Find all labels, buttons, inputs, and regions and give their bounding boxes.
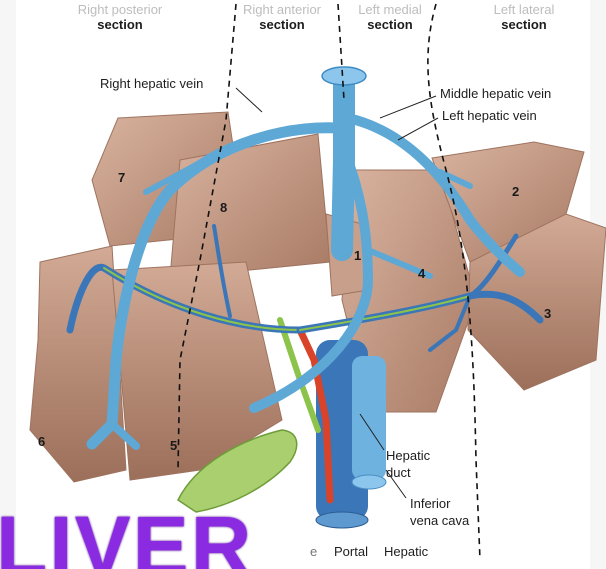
title-liver: LIVER [0, 504, 253, 569]
segment-number-6: 6 [38, 434, 45, 449]
section-right-posterior: Right posterior section [60, 2, 180, 32]
segment-number-2: 2 [512, 184, 519, 199]
label-hepatic-duct-line2: duct [386, 465, 411, 480]
segment-number-5: 5 [170, 438, 177, 453]
label-portal: Portal [334, 544, 368, 559]
segment-number-1: 1 [354, 248, 361, 263]
label-right-hepatic-vein: Right hepatic vein [100, 76, 203, 91]
section-left-medial: Left medial section [330, 2, 450, 32]
label-left-hepatic-vein: Left hepatic vein [442, 108, 537, 123]
ivc-top [342, 78, 344, 250]
label-ivc-line2: vena cava [410, 513, 469, 528]
segment-number-7: 7 [118, 170, 125, 185]
label-ivc-line1: Inferior [410, 496, 450, 511]
segment-number-4: 4 [418, 266, 425, 281]
segment-number-3: 3 [544, 306, 551, 321]
portal-trunk [352, 356, 386, 480]
label-hepatic-duct-line1: Hepatic [386, 448, 430, 463]
label-middle-hepatic-vein: Middle hepatic vein [440, 86, 551, 101]
label-gallbladder-partial: e [310, 544, 317, 559]
section-left-lateral: Left lateral section [464, 2, 584, 32]
segment-number-8: 8 [220, 200, 227, 215]
label-hepatic-artery: Hepatic [384, 544, 428, 559]
section-right-anterior: Right anterior section [222, 2, 342, 32]
